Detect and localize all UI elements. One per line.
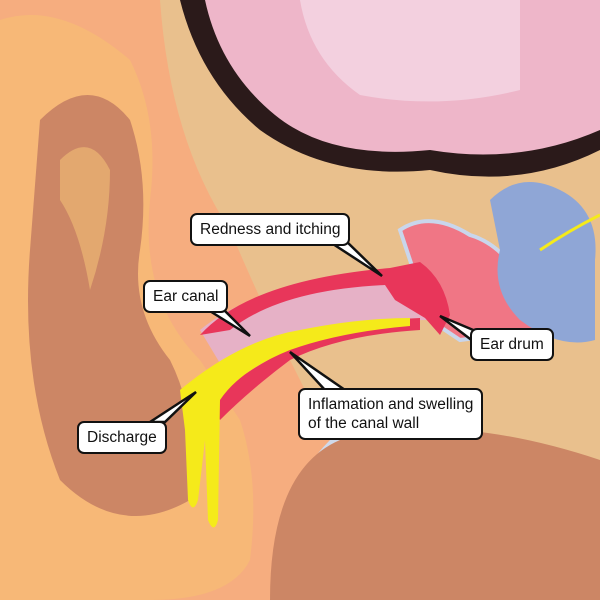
label-ear-canal: Ear canal bbox=[143, 280, 229, 313]
ear-helix bbox=[60, 147, 110, 290]
label-inflammation-line1: Inflamation and swelling bbox=[308, 396, 474, 413]
inflamed-canal-wall-bottom bbox=[210, 318, 420, 420]
auditory-nerve bbox=[539, 213, 600, 252]
label-redness-and-itching: Redness and itching bbox=[190, 213, 351, 246]
inner-ear-cochlea bbox=[490, 182, 596, 343]
label-inflammation-line2: of the canal wall bbox=[308, 415, 420, 432]
label-inflammation: Inflamation and swelling of the canal wa… bbox=[298, 388, 484, 440]
label-ear-drum: Ear drum bbox=[470, 328, 554, 361]
discharge-fluid bbox=[180, 318, 410, 528]
inflamed-canal-wall-top bbox=[200, 262, 450, 335]
label-discharge: Discharge bbox=[77, 421, 167, 454]
jaw-tissue bbox=[270, 428, 600, 600]
brain-lobe bbox=[300, 0, 520, 102]
